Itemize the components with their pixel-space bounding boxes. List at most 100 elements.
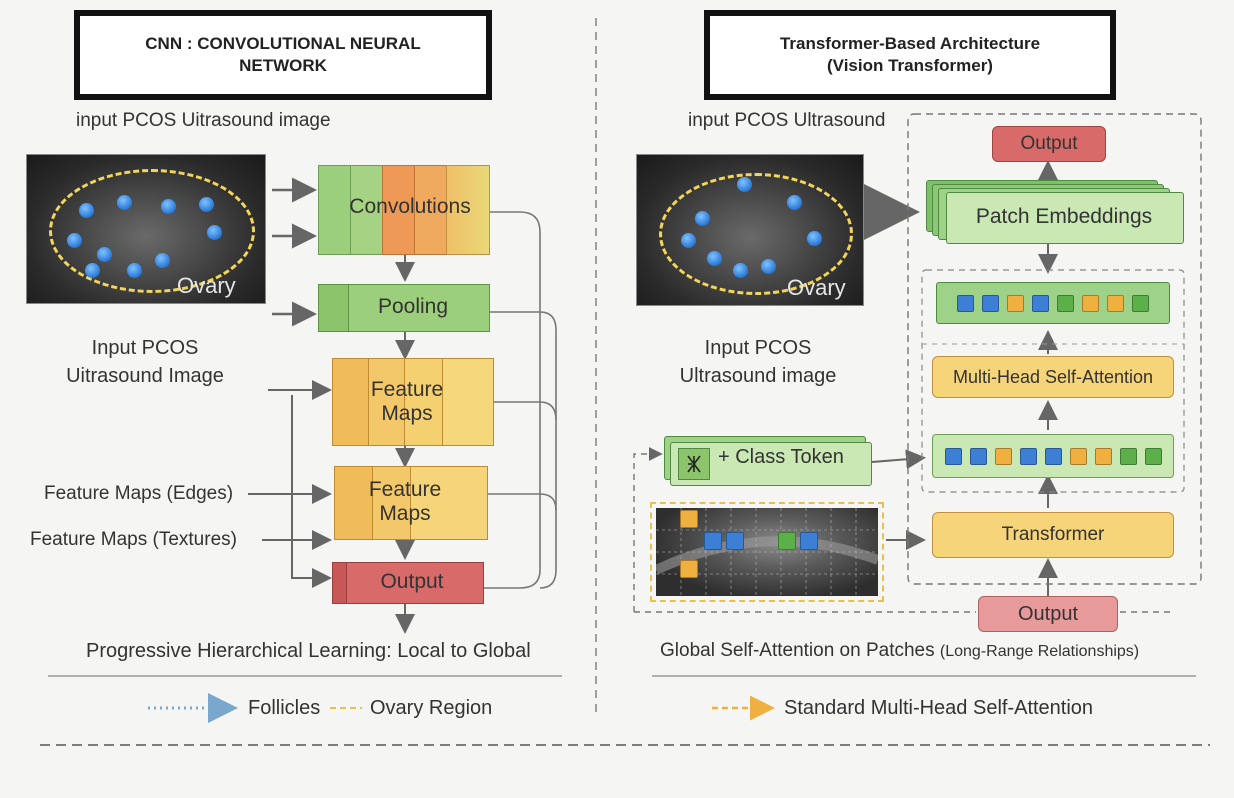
edges-label: Feature Maps (Edges) [44,483,234,504]
token [1032,294,1049,312]
token [1019,447,1037,465]
skip-fm2 [486,493,557,511]
follicle [787,195,802,210]
vit-bottom-caption-main: Global Self-Attention on Patches [660,640,935,661]
patch-embeddings-block: Patch Embeddings [926,180,1184,244]
vit-input-label-line1: Input PCOS [704,337,812,359]
follicle [807,231,822,246]
legend-follicles: Follicles [248,697,321,719]
feature-maps-label-2: Feature Maps [368,478,442,525]
follicle [737,177,752,192]
feature-maps-block-1: Feature Maps [332,358,494,446]
token [994,447,1012,465]
cnn-output-block: Output [332,562,484,604]
follicle [97,247,112,262]
token [1144,447,1162,465]
patch-token [680,560,698,578]
vit-input-label-line2: Ultrasound image [679,365,837,387]
cnn-input-label-line2: Uitrasound Image [66,365,224,387]
cnn-input-label: Input PCOS Uitrasound Image [30,334,260,390]
patch-token [778,532,796,550]
skip-conv-output [484,211,541,589]
cnn-title: CNN : CONVOLUTIONAL NEURAL NETWORK [145,34,421,75]
token-sequence-bottom [932,434,1174,478]
token [1057,294,1074,312]
arrow-skip-left [291,395,332,588]
token [1069,447,1087,465]
follicle [761,259,776,274]
pooling-label: Pooling [377,295,449,318]
vit-outer-frame [907,113,1202,585]
follicle [695,211,710,226]
vit-title-box: Transformer-Based Architecture (Vision T… [704,10,1116,100]
token [1132,294,1149,312]
vit-bottom-caption-small: (Long-Range Relationships) [939,643,1140,660]
cnn-input-caption: input PCOS Uitrasound image [76,110,331,131]
feature-maps-label-1: Feature Maps [370,378,444,425]
ovary-region-outline [49,169,255,293]
ovary-region-outline [659,173,853,295]
patch-token [726,532,744,550]
vit-output-top: Output [992,126,1106,162]
follicle [127,263,142,278]
cnn-ultrasound-image: Ovary [26,154,266,304]
pooling-block: Pooling [318,284,490,332]
legend-ovary-region: Ovary Region [370,697,493,719]
follicle [117,195,132,210]
mhsa-block: Multi-Head Self-Attention [932,356,1174,398]
legend-attention: Standard Multi-Head Self-Attention [784,697,1094,719]
follicle [85,263,100,278]
cnn-bottom-caption: Progressive Hierarchical Learning: Local… [86,640,531,662]
token [969,447,987,465]
token [944,447,962,465]
follicle [733,263,748,278]
cnn-input-label-line1: Input PCOS [91,337,199,359]
textures-label: Feature Maps (Textures) [30,529,237,550]
skip-fm1 [492,401,557,421]
patch-token [704,532,722,550]
vit-input-label: Input PCOS Ultrasound image [640,334,876,390]
token [1044,447,1062,465]
patch-icon [678,448,710,480]
token [982,294,999,312]
vit-title-line2: (Vision Transformer) [827,56,993,75]
follicle [681,233,696,248]
vit-ultrasound-image: Ovary [636,154,864,306]
patch-token [800,532,818,550]
arrow-class-token [871,449,926,470]
class-token-loop [633,447,663,612]
feature-maps-block-2: Feature Maps [334,466,488,540]
vit-bottom-caption: Global Self-Attention on Patches (Long-R… [660,640,1139,662]
cnn-output-label: Output [380,570,444,593]
cnn-ovary-label: Ovary [177,273,236,298]
vit-ovary-label: Ovary [787,275,846,300]
follicle [199,197,214,212]
vit-inner-frame [921,269,1185,493]
token [957,294,974,312]
follicle [161,199,176,214]
cnn-title-box: CNN : CONVOLUTIONAL NEURAL NETWORK [74,10,492,100]
transformer-block: Transformer [932,512,1174,558]
token [1107,294,1124,312]
patch-embeddings-label: Patch Embeddings [975,205,1153,228]
convolutions-label: Convolutions [349,195,471,218]
class-token-block: + Class Token [664,436,872,486]
vit-output-bottom: Output [978,596,1118,632]
token [1082,294,1099,312]
follicle [67,233,82,248]
vit-input-caption: input PCOS Ultrasound [688,110,886,131]
token [1119,447,1137,465]
vit-title-line1: Transformer-Based Architecture [779,34,1041,53]
skip-pool-output [488,311,557,589]
convolutions-block: Convolutions [318,165,490,255]
token [1094,447,1112,465]
class-token-label: + Class Token [718,446,844,468]
token [1007,294,1024,312]
follicle [707,251,722,266]
follicle [207,225,222,240]
follicle [79,203,94,218]
patch-token [680,510,698,528]
patched-image-frame [650,502,884,602]
token-sequence-top [936,282,1170,324]
